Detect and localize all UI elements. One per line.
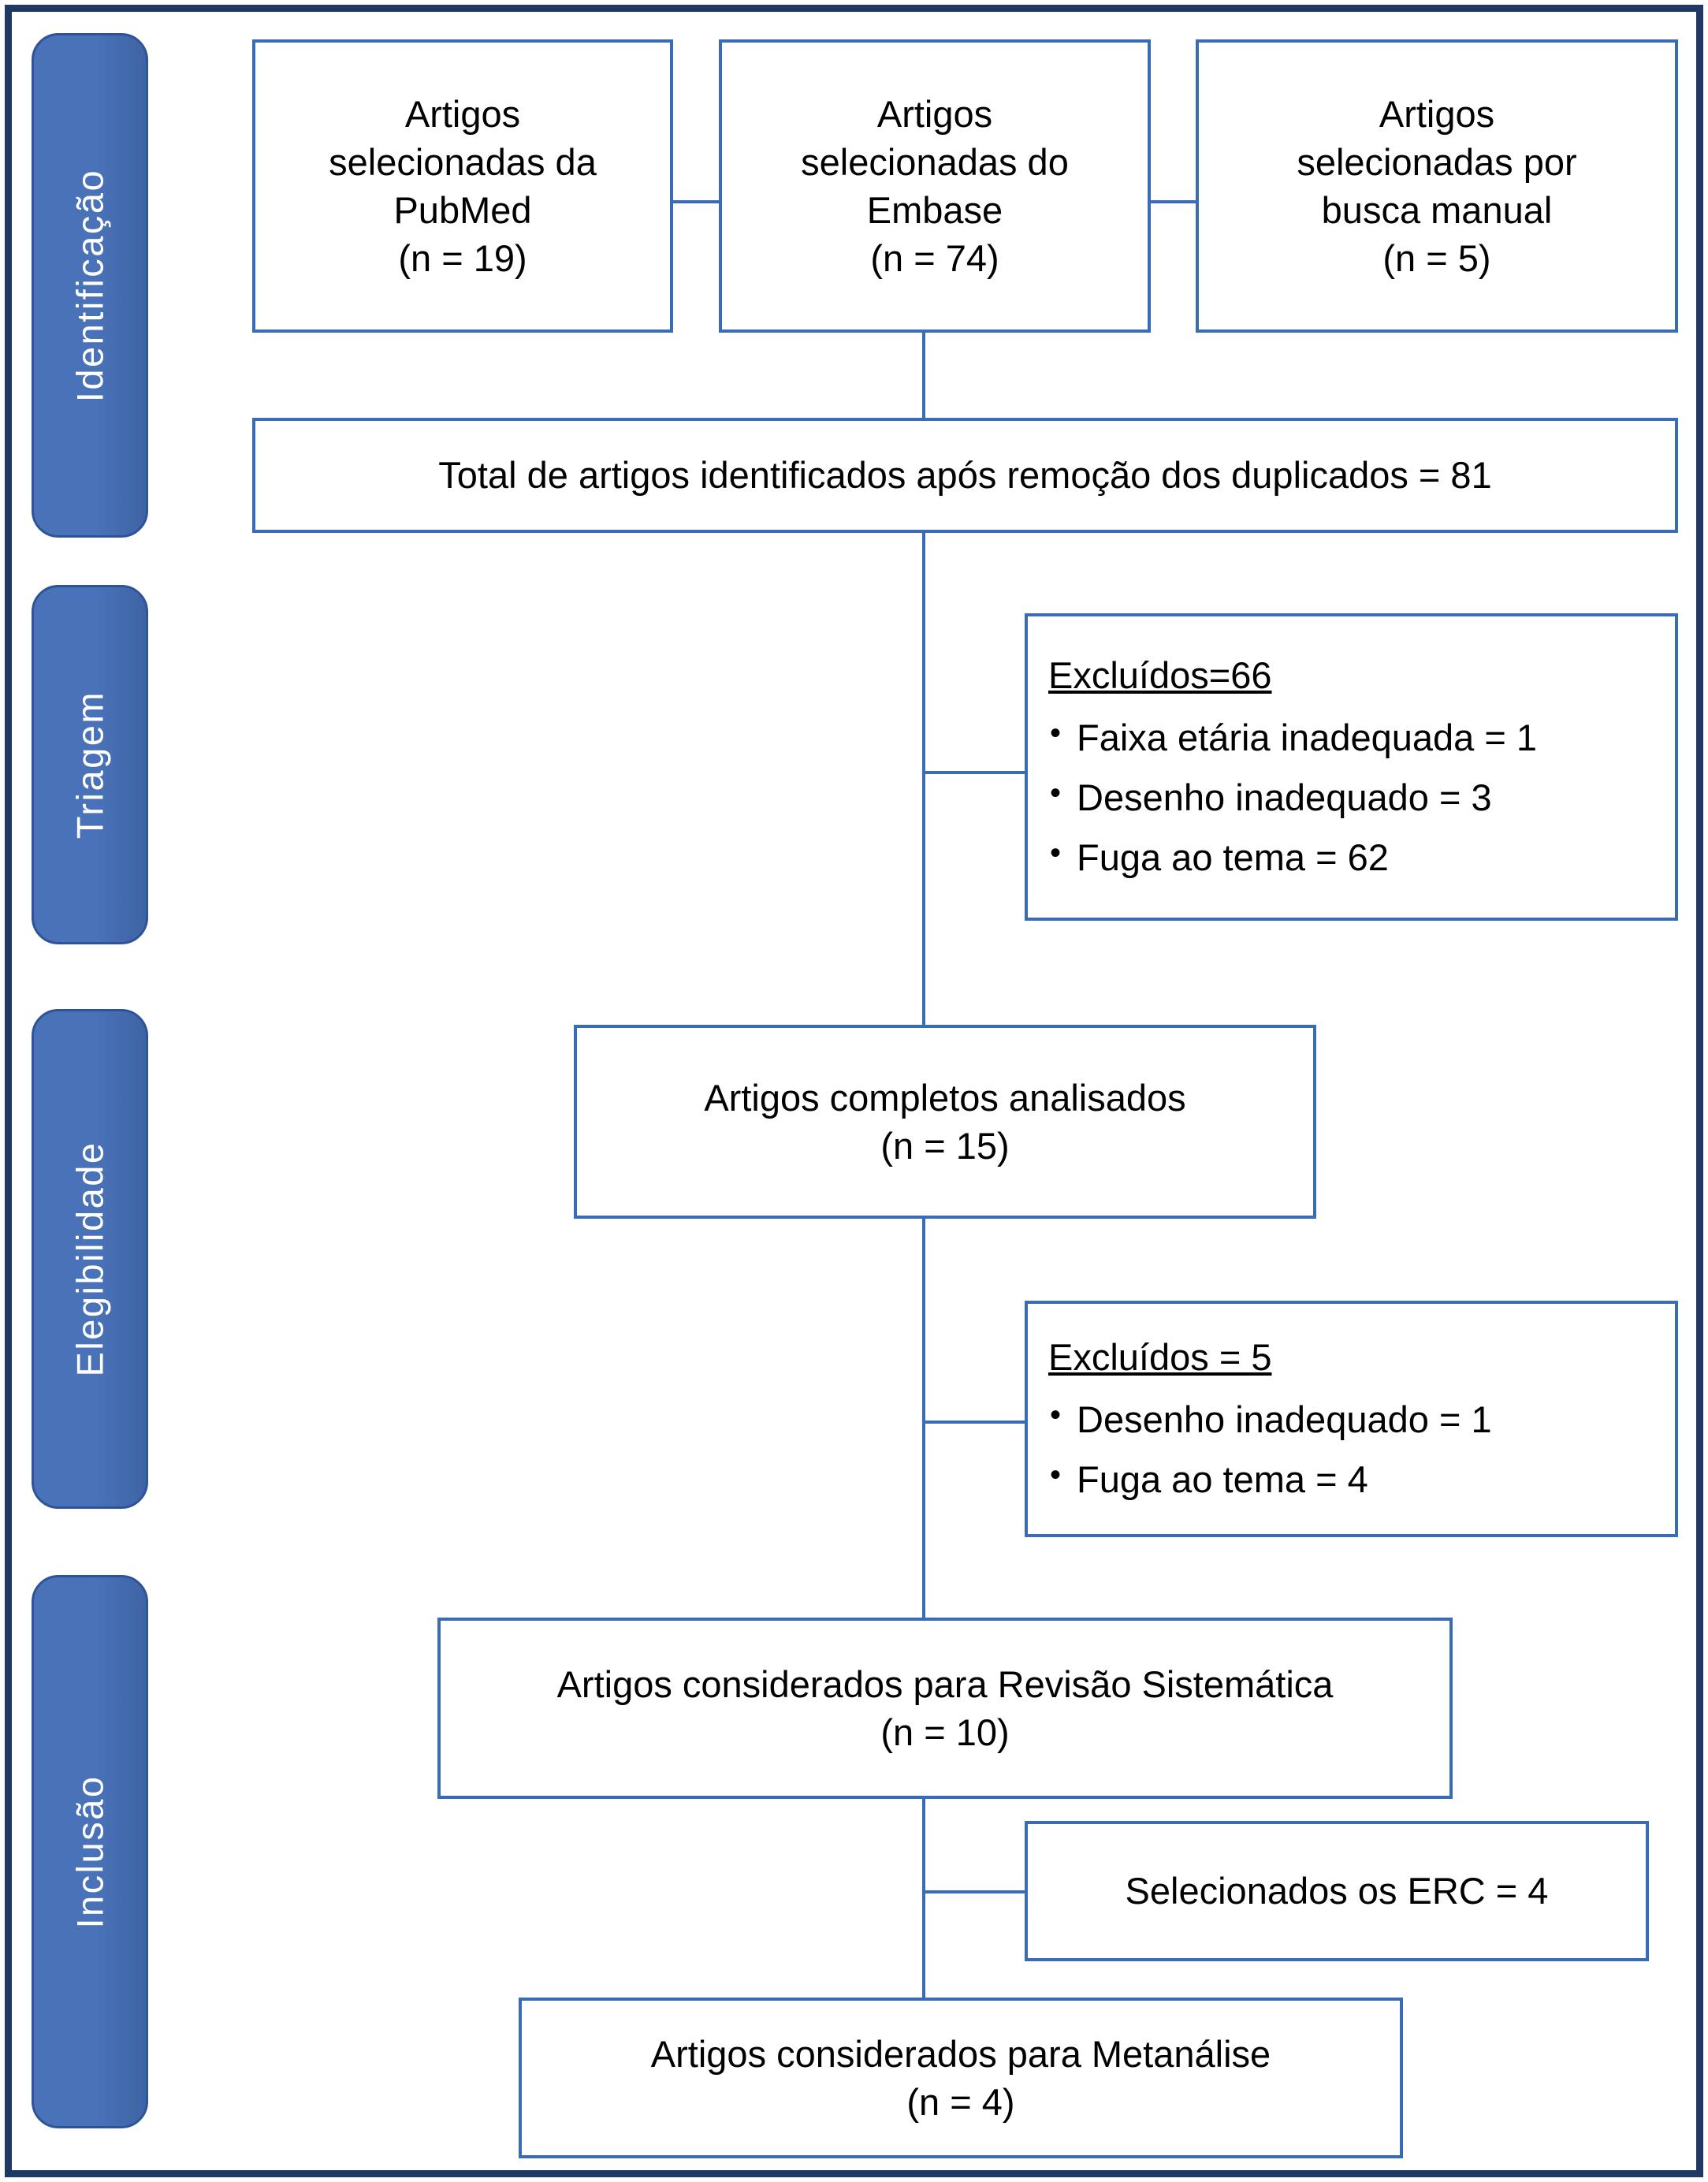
stage-label-triagem: Triagem — [69, 690, 111, 840]
stage-bar-identificacao: Identificação — [32, 33, 148, 538]
box-systematic-review-text: Artigos considerados para Revisão Sistem… — [556, 1663, 1334, 1753]
box-meta-analysis-text: Artigos considerados para Metanálise (n … — [650, 2032, 1271, 2123]
box-eligibility-exclusions: Excluídos = 5 Desenho inadequado = 1 Fug… — [1025, 1301, 1678, 1537]
box-total-after-dedup: Total de artigos identificados após remo… — [252, 418, 1678, 533]
list-item: Desenho inadequado = 1 — [1048, 1397, 1654, 1441]
box-manual-search: Artigos selecionadas por busca manual (n… — [1196, 39, 1678, 333]
box-systematic-review: Artigos considerados para Revisão Sistem… — [437, 1618, 1453, 1799]
connector-embase-manual — [1147, 200, 1199, 203]
box-pubmed-text: Artigos selecionadas da PubMed (n = 19) — [329, 92, 597, 280]
connector-embase-to-total — [922, 331, 925, 418]
stage-label-elegibilidade: Elegibilidade — [69, 1141, 111, 1377]
box-meta-analysis: Artigos considerados para Metanálise (n … — [519, 1998, 1403, 2158]
stage-bar-inclusao: Inclusão — [32, 1575, 148, 2128]
connector-fulltext-to-systematic — [922, 1219, 925, 1618]
stage-bar-elegibilidade: Elegibilidade — [32, 1009, 148, 1509]
box-pubmed: Artigos selecionadas da PubMed (n = 19) — [252, 39, 673, 333]
connector-pubmed-embase — [670, 200, 722, 203]
stage-label-inclusao: Inclusão — [69, 1774, 111, 1929]
connector-branch-screening-exclusions — [922, 771, 1025, 774]
connector-branch-eligibility-exclusions — [922, 1421, 1025, 1424]
list-item: Desenho inadequado = 3 — [1048, 775, 1654, 819]
list-item: Faixa etária inadequada = 1 — [1048, 715, 1654, 759]
box-full-text-assessed-text: Artigos completos analisados (n = 15) — [704, 1076, 1186, 1167]
connector-total-to-fulltext — [922, 533, 925, 1037]
list-item: Fuga ao tema = 62 — [1048, 835, 1654, 879]
screening-exclusions-list: Faixa etária inadequada = 1 Desenho inad… — [1048, 715, 1654, 879]
eligibility-exclusions-list: Desenho inadequado = 1 Fuga ao tema = 4 — [1048, 1397, 1654, 1501]
box-total-after-dedup-text: Total de artigos identificados após remo… — [438, 454, 1492, 497]
stage-bar-triagem: Triagem — [32, 585, 148, 944]
box-screening-exclusions: Excluídos=66 Faixa etária inadequada = 1… — [1025, 613, 1678, 921]
eligibility-exclusions-title: Excluídos = 5 — [1048, 1336, 1272, 1379]
box-full-text-assessed: Artigos completos analisados (n = 15) — [574, 1025, 1316, 1219]
box-embase: Artigos selecionadas do Embase (n = 74) — [719, 39, 1151, 333]
stage-label-identificacao: Identificação — [69, 168, 111, 403]
box-manual-search-text: Artigos selecionadas por busca manual (n… — [1297, 92, 1577, 280]
box-embase-text: Artigos selecionadas do Embase (n = 74) — [801, 92, 1069, 280]
box-selected-erc-text: Selecionados os ERC = 4 — [1125, 1870, 1549, 1912]
connector-branch-erc — [922, 1890, 1025, 1893]
box-selected-erc: Selecionados os ERC = 4 — [1025, 1821, 1649, 1961]
screening-exclusions-title: Excluídos=66 — [1048, 654, 1272, 697]
connector-systematic-to-meta — [922, 1799, 925, 1998]
list-item: Fuga ao tema = 4 — [1048, 1457, 1654, 1501]
